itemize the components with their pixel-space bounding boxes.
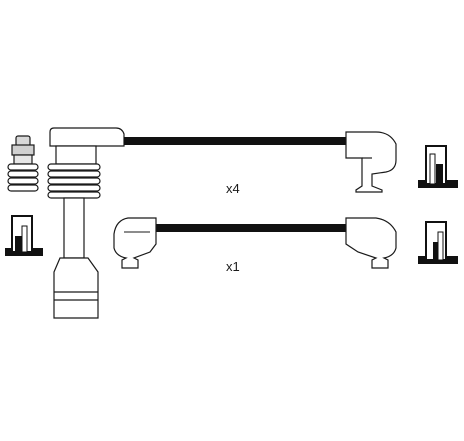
terminal-icon-right-upper: [418, 145, 458, 188]
quantity-label-upper: x4: [226, 181, 240, 196]
terminal-icon-right-lower: [418, 221, 458, 264]
quantity-label-lower: x1: [226, 259, 240, 274]
upper-ignition-cable: [124, 131, 397, 193]
spark-plug-boot: [7, 135, 39, 192]
long-plug-connector: [47, 127, 125, 319]
lower-ignition-cable: [113, 217, 397, 269]
terminal-icon-left: [5, 215, 43, 256]
